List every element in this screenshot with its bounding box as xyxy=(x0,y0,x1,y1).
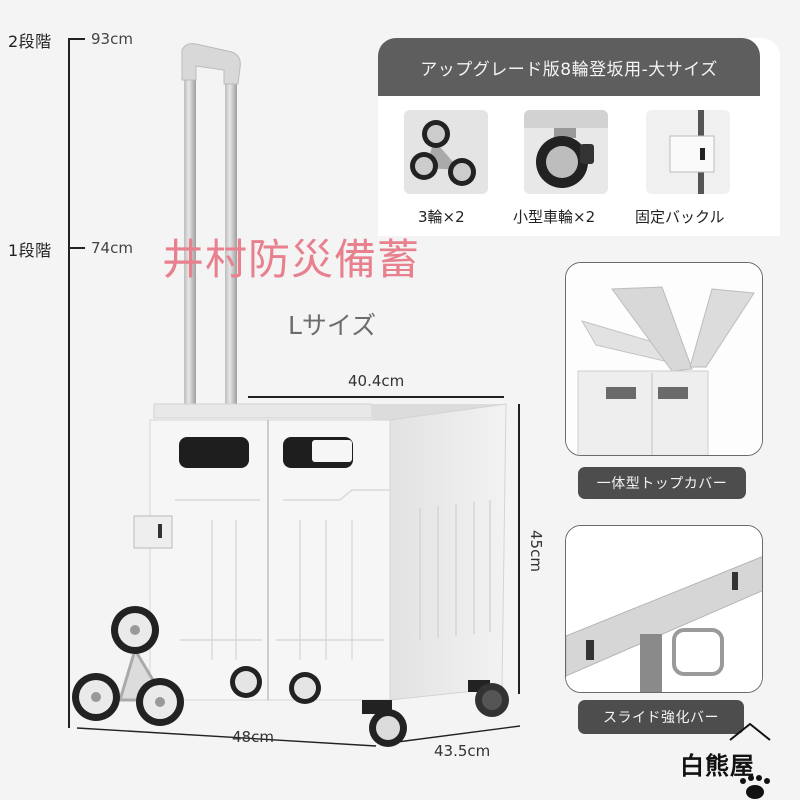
top-cover-panel xyxy=(565,262,763,456)
watermark-text: 井村防災備蓄 xyxy=(162,235,421,284)
top-cover-icon xyxy=(566,263,762,455)
reinforcement-bar-badge: スライド強化バー xyxy=(578,700,744,734)
step1-value: 74cm xyxy=(91,239,133,257)
step2-value: 93cm xyxy=(91,30,133,48)
caster-wheel-icon xyxy=(524,110,608,194)
top-cover-badge: 一体型トップカバー xyxy=(578,467,746,499)
base-dimension-lines xyxy=(76,725,520,747)
width-label: 48cm xyxy=(232,728,274,746)
reinforcement-bar-icon xyxy=(566,526,762,692)
top-width-label: 40.4cm xyxy=(348,372,405,390)
size-label: Lサイズ xyxy=(288,311,377,340)
feature-label-caster: 小型車輪×2 xyxy=(513,208,596,226)
upgrade-title: アップグレード版8輪登坂用-大サイズ xyxy=(378,38,760,96)
step2-label: 2段階 xyxy=(8,32,52,51)
shopping-cart-illustration xyxy=(72,43,509,747)
telescopic-handle xyxy=(181,43,241,406)
step2-tick xyxy=(68,38,85,40)
roof-icon xyxy=(729,722,771,741)
depth-label: 43.5cm xyxy=(434,742,491,760)
tri-wheel-assembly xyxy=(72,606,184,726)
top-width-line xyxy=(248,396,504,398)
paw-icon xyxy=(740,775,770,799)
height-line xyxy=(518,404,520,694)
brand-logo: 白熊屋 xyxy=(680,751,755,780)
step1-label: 1段階 xyxy=(8,241,52,260)
buckle-icon xyxy=(646,110,730,194)
stair-climbing-wheel-icon xyxy=(404,110,488,194)
reinforcement-bar-panel xyxy=(565,525,763,693)
upgrade-panel: アップグレード版8輪登坂用-大サイズ 3輪×2 小型車輪×2 固定バックル xyxy=(378,38,780,236)
height-scale-line xyxy=(68,38,70,728)
feature-label-buckle: 固定バックル xyxy=(635,208,725,226)
feature-label-tri-wheel: 3輪×2 xyxy=(418,208,465,226)
height-label: 45cm xyxy=(527,530,545,572)
step1-tick xyxy=(68,247,85,249)
